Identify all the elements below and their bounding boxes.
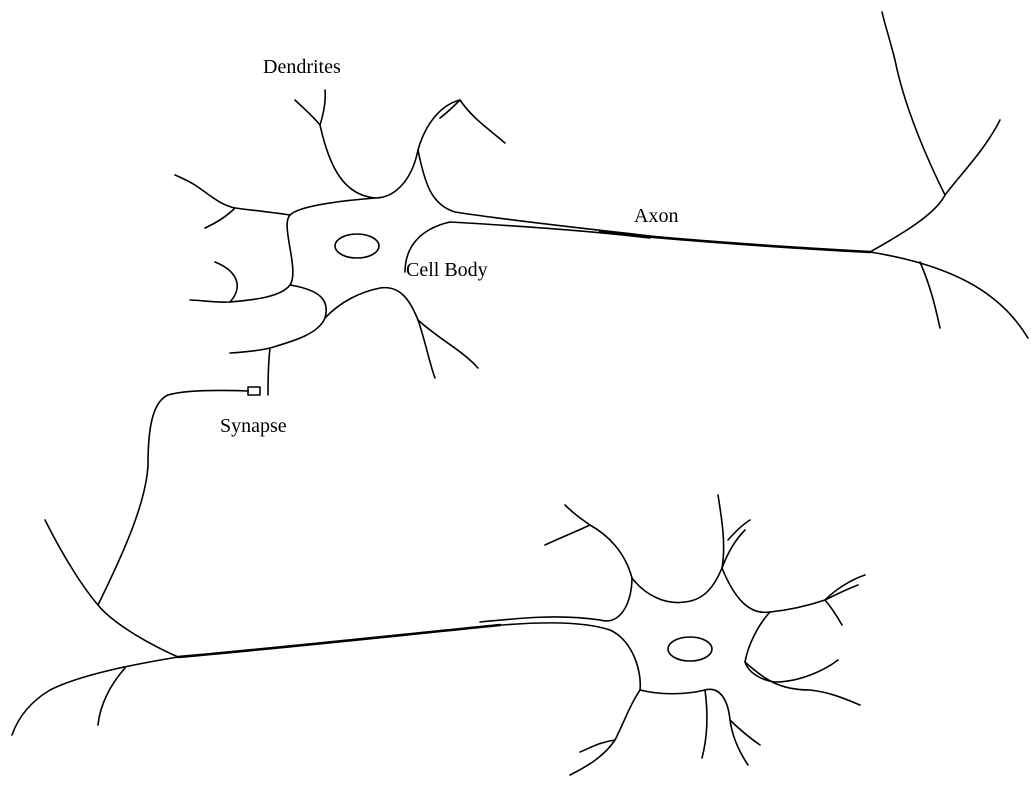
upper-terminal-branch-small xyxy=(920,262,940,328)
lower-cell-body-bottom xyxy=(640,689,748,765)
lower-axon-upper-edge xyxy=(480,578,632,622)
upper-terminal-branch-top xyxy=(882,12,945,195)
lower-dendrite-bottom-left xyxy=(570,690,640,775)
lower-axon-lower-edge xyxy=(480,623,640,690)
lower-dendrite-right-top xyxy=(825,575,865,625)
label-axon: Axon xyxy=(634,205,678,227)
upper-dendrite-top-left xyxy=(295,90,325,125)
lower-neuron xyxy=(12,495,865,775)
lower-dendrite-top-left xyxy=(565,505,632,578)
lower-dendrite-top-left-branch xyxy=(545,525,590,545)
upper-terminal-branch-up xyxy=(870,120,1000,252)
lower-dendrite-top-right xyxy=(718,495,724,568)
upper-dendrite-top-right xyxy=(440,100,505,143)
upper-terminal-branch-down xyxy=(870,252,1028,338)
label-cell-body: Cell Body xyxy=(406,259,488,281)
upper-dendrite-left-top xyxy=(175,175,290,215)
upper-dendrite-bottom-right xyxy=(418,320,478,368)
upper-cell-body-bottom xyxy=(230,285,326,353)
lower-dendrite-bottom-right-branch xyxy=(730,720,760,745)
lower-dendrite-right-low xyxy=(745,662,860,705)
lower-axon-shaft xyxy=(178,625,500,657)
upper-cell-body-bottom-right xyxy=(325,288,435,378)
synapse-terminal xyxy=(248,387,260,395)
label-synapse: Synapse xyxy=(220,415,287,437)
lower-dendrite-right-mid xyxy=(745,612,838,682)
upper-dendrite-left-mid xyxy=(205,208,235,228)
upper-nucleus xyxy=(335,234,379,258)
lower-terminal-branch-down xyxy=(12,657,178,735)
lower-dendrite-bottom-center xyxy=(702,690,707,758)
upper-dendrite-left-lower xyxy=(215,262,237,302)
upper-axon-shaft xyxy=(600,232,870,252)
label-dendrites: Dendrites xyxy=(263,56,341,78)
lower-terminal-branch-small xyxy=(98,668,125,725)
upper-cell-body-outline xyxy=(320,100,460,198)
lower-cell-body-top xyxy=(632,530,745,603)
lower-nucleus xyxy=(668,637,712,661)
upper-dendrite-bottom-left xyxy=(268,348,270,395)
lower-cell-body-right xyxy=(722,568,858,612)
lower-terminal-branch-up xyxy=(45,520,178,657)
